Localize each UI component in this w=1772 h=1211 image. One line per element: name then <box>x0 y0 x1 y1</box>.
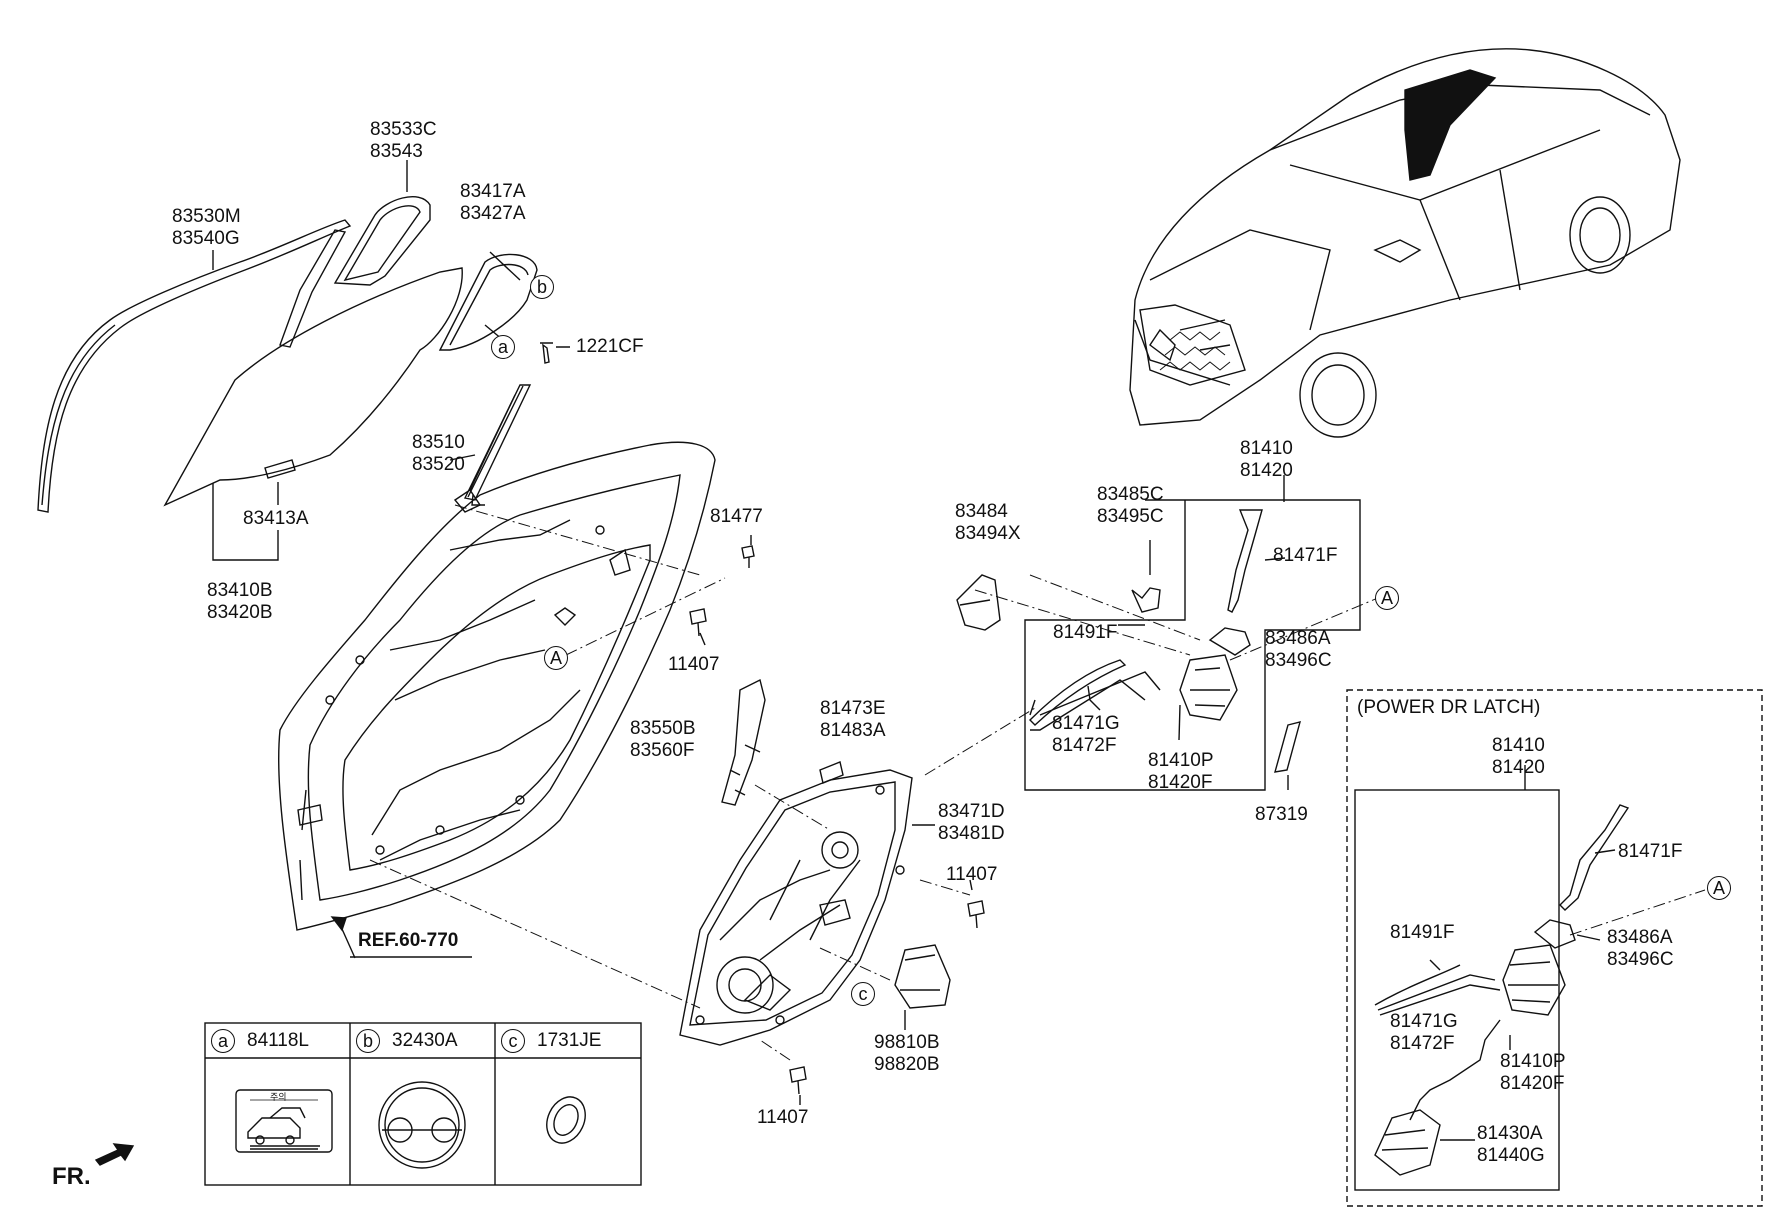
latch-group <box>956 509 1301 773</box>
power-latch-box <box>1354 789 1560 1191</box>
legend-key-c: c <box>501 1029 525 1053</box>
leader-lines <box>699 475 1616 1141</box>
part-label-87319: 87319 <box>1255 804 1308 825</box>
regulator-module <box>679 769 913 1046</box>
callout-A-latch: A <box>1375 586 1399 610</box>
callout-A-door: A <box>544 646 568 670</box>
legend-part-c: 1731JE <box>537 1030 602 1051</box>
legend-key-a: a <box>211 1029 235 1053</box>
part-label-11407-c: 11407 <box>757 1107 809 1128</box>
power-latch-parts <box>1374 804 1630 1176</box>
legend-key-b: b <box>356 1029 380 1053</box>
legend-part-b: 32430A <box>392 1030 458 1051</box>
power-latch-title: (POWER DR LATCH) <box>1357 697 1541 718</box>
front-indicator: FR. <box>52 1163 91 1190</box>
part-label-11407-a: 11407 <box>668 654 720 675</box>
power-latch-outer-box <box>1346 689 1763 1207</box>
power-latch-label-81471F: 81471F <box>1618 841 1683 862</box>
legend-table <box>204 1022 642 1186</box>
legend-part-a: 84118L <box>247 1030 309 1051</box>
ref-label: REF.60-770 <box>358 930 459 951</box>
door-panel <box>277 441 716 931</box>
fr-arrow <box>94 1143 135 1166</box>
sticker-text: 주의 <box>270 1092 287 1102</box>
part-label-81471F: 81471F <box>1273 545 1338 566</box>
part-label-11407-b: 11407 <box>946 864 998 885</box>
car-illustration <box>1129 48 1681 438</box>
callout-c: c <box>851 982 875 1006</box>
door-glass-group <box>37 160 570 561</box>
part-label-1221CF: 1221CF <box>576 336 644 357</box>
callout-A-power-latch: A <box>1707 876 1731 900</box>
power-latch-label-81491F: 81491F <box>1390 922 1455 943</box>
latch-box <box>1024 499 1361 791</box>
callout-b: b <box>530 275 554 299</box>
part-label-81477: 81477 <box>710 506 763 527</box>
callout-a: a <box>491 335 515 359</box>
part-label-81491F: 81491F <box>1053 622 1118 643</box>
alignment-lines <box>369 504 1706 1061</box>
part-label-83413A: 83413A <box>243 508 309 529</box>
bracket-83550B <box>721 678 766 806</box>
